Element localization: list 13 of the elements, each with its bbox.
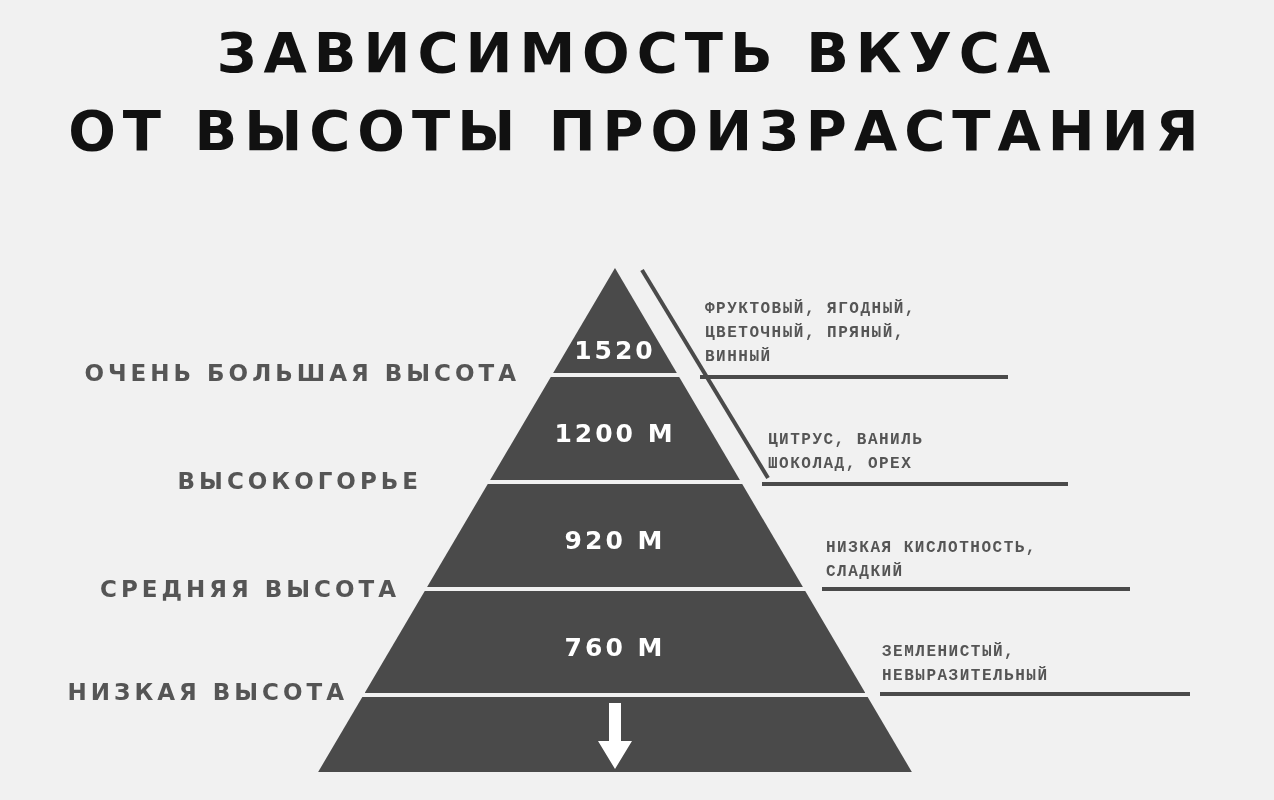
flavor-note: ЗЕМЛЕНИСТЫЙ, НЕВЫРАЗИТЕЛЬНЫЙ <box>882 641 1050 687</box>
altitude-label: СРЕДНЯЯ ВЫСОТА <box>100 575 400 604</box>
flavor-note: НИЗКАЯ КИСЛОТНОСТЬ, СЛАДКИЙ <box>826 538 1038 583</box>
altitude-label: ВЫСОКОГОРЬЕ <box>177 467 422 496</box>
altitude-label: ОЧЕНЬ БОЛЬШАЯ ВЫСОТА <box>84 359 520 388</box>
altitude-value: 920 М <box>564 526 666 556</box>
flavor-note: ФРУКТОВЫЙ, ЯГОДНЫЙ, ЦВЕТОЧНЫЙ, ПРЯНЫЙ, ВИННЫЙ <box>705 298 917 368</box>
flavor-note: ЦИТРУС, ВАНИЛЬ ШОКОЛАД, ОРЕХ <box>768 430 925 475</box>
altitude-value: 760 М <box>564 633 666 663</box>
title: ЗАВИСИМОСТЬ ВКУСА ОТ ВЫСОТЫ ПРОИЗРАСТАНИЯ <box>67 19 1207 165</box>
altitude-label: НИЗКАЯ ВЫСОТА <box>67 678 348 707</box>
altitude-value: 1520 <box>574 336 656 366</box>
altitude-value: 1200 М <box>554 419 676 449</box>
